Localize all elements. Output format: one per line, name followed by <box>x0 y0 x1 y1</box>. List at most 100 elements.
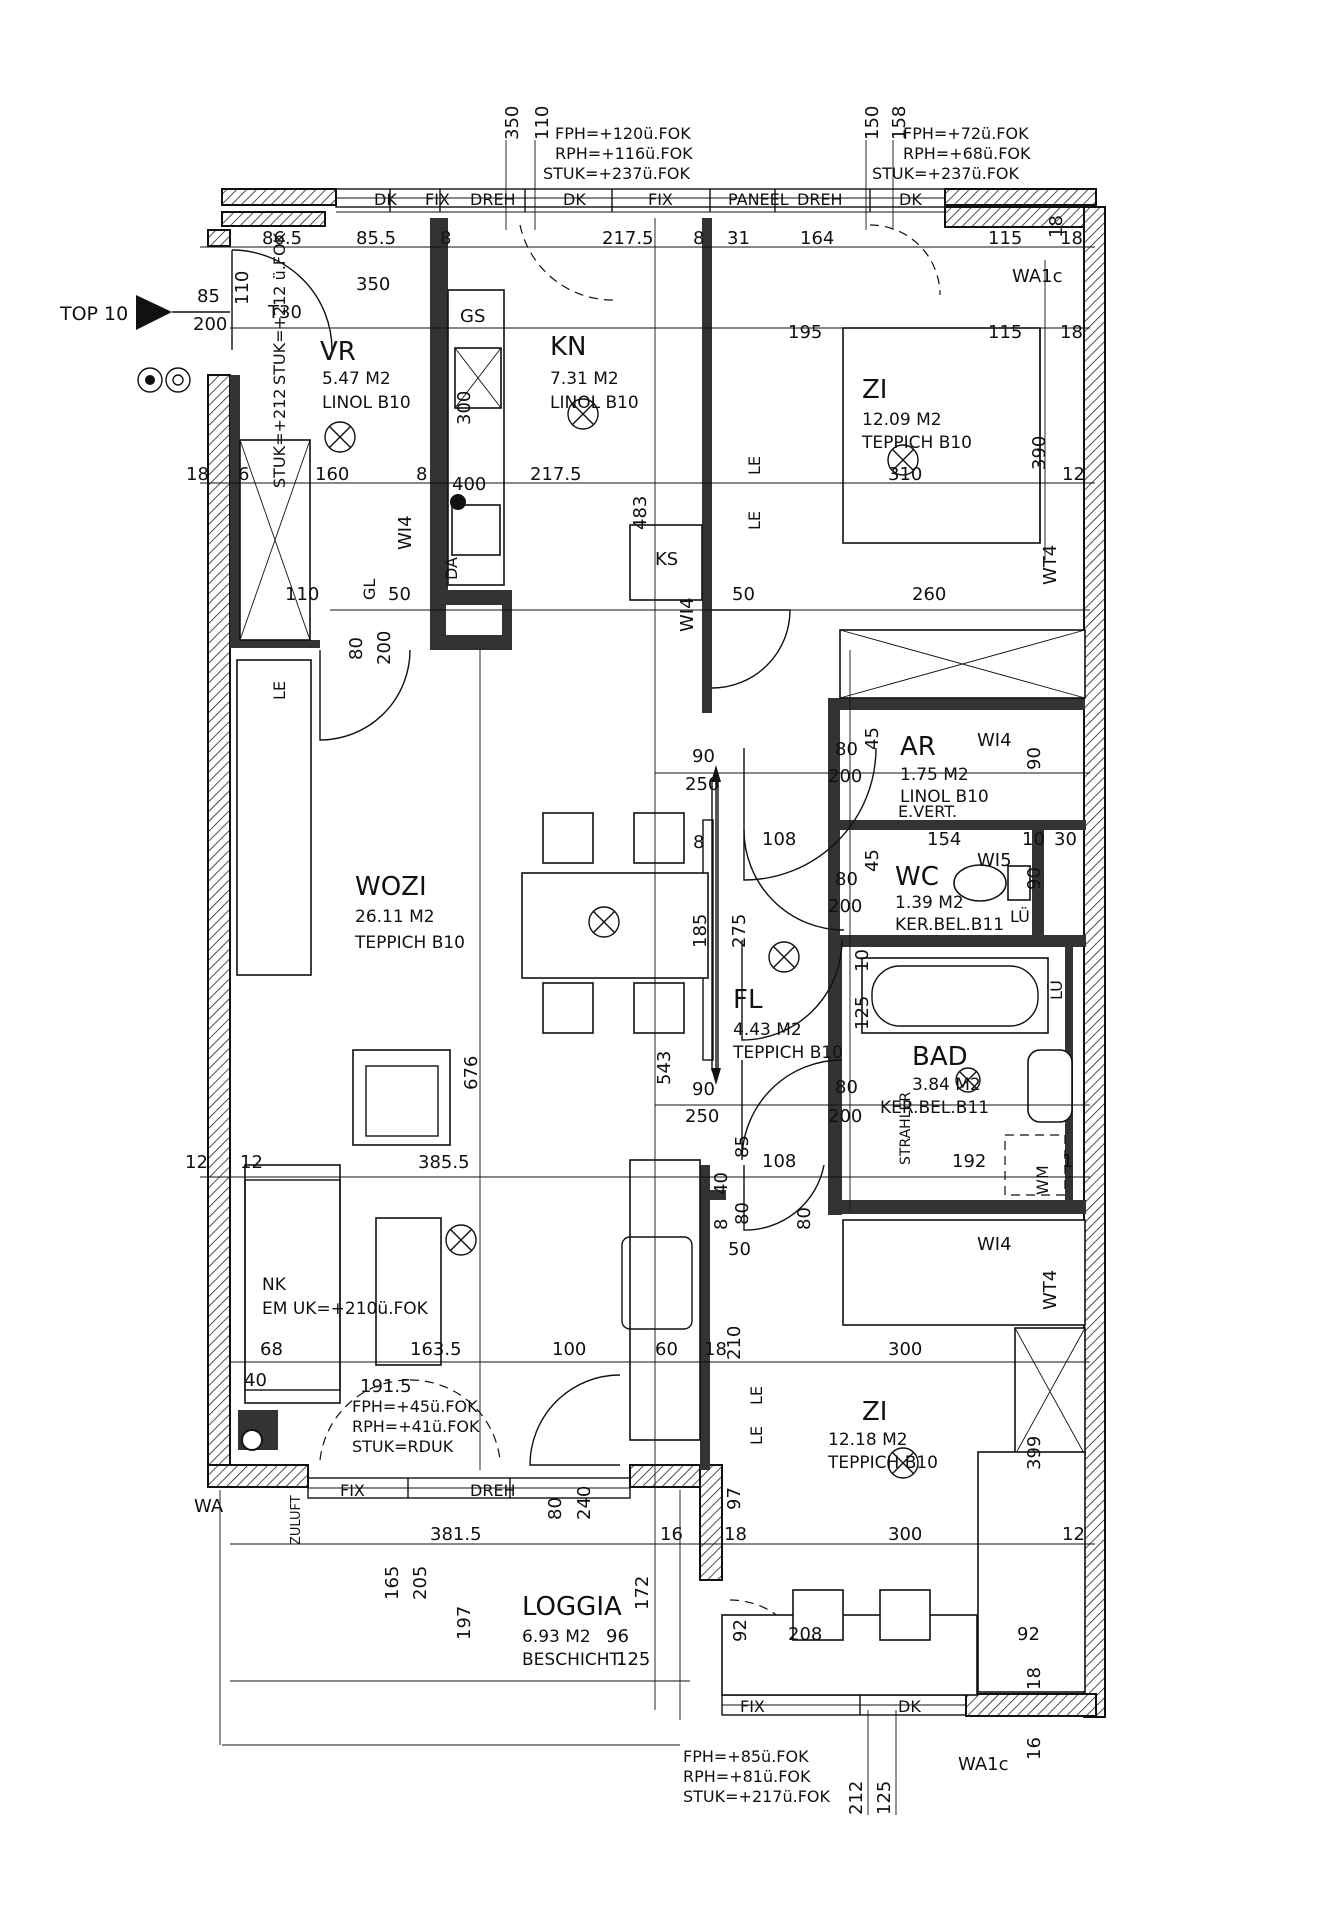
wall-vr-bottom <box>230 640 320 648</box>
desk-chair-2 <box>879 1589 931 1641</box>
symbol-label: KS <box>655 549 678 570</box>
windows-top <box>335 188 946 213</box>
room-wozi: WOZI 26.11 M2 TEPPICH B10 <box>354 872 465 953</box>
dim-label: 350 <box>356 274 390 295</box>
dim-label: 50 <box>732 584 755 605</box>
dim-label: 110 <box>232 271 253 305</box>
window-note-top-left: FPH=+120ü.FOK RPH=+116ü.FOK STUK=+237ü.F… <box>502 106 693 183</box>
notes: NK EM UK=+210ü.FOK STUK=+212 ü.FOK STUK=… <box>262 232 429 1319</box>
room-zi-lower: ZI 12.18 M2 TEPPICH B10 <box>827 1397 938 1473</box>
symbol-labels: GS KS DA LE LE LE LE LE E.VERT. LÜ LÜ WM… <box>267 302 1066 1545</box>
light-icon <box>324 421 356 453</box>
room-fl: FL 4.43 M2 TEPPICH B10 <box>732 985 843 1063</box>
room-name: KN <box>550 332 587 362</box>
dim-label: 1 <box>1062 1151 1073 1172</box>
symbol-label: E.VERT. <box>898 802 957 821</box>
note-dim: 350 <box>502 106 523 140</box>
note-line: STUK=+217ü.FOK <box>683 1787 831 1806</box>
dim-label: 12 <box>185 1152 208 1173</box>
dim-label: 385.5 <box>418 1152 470 1173</box>
dim-label: 163.5 <box>410 1339 462 1360</box>
dim-label: 543 <box>654 1051 675 1085</box>
room-floor: TEPPICH B10 <box>861 433 972 453</box>
dim-label: 68 <box>260 1339 283 1360</box>
room-name: WC <box>895 862 939 892</box>
dimension-labels: 86.5 85.5 8 217.5 8 31 164 115 18 85 110… <box>185 215 1085 1760</box>
dim-label: 30 <box>1054 829 1077 850</box>
room-name: VR <box>320 337 356 367</box>
light-icon <box>768 941 800 973</box>
note-dim: 110 <box>532 106 553 140</box>
light-fixtures <box>324 398 981 1479</box>
dim-label: 200 <box>828 766 862 787</box>
dim-label: 160 <box>315 464 349 485</box>
dim-label: 200 <box>193 314 227 335</box>
dim-label: 18 <box>1060 228 1083 249</box>
doorbell-icon <box>137 367 191 393</box>
light-icon <box>887 444 919 476</box>
dim-label: 260 <box>912 584 946 605</box>
dim-label: 6 <box>238 464 249 485</box>
room-area: 5.47 M2 <box>322 369 391 389</box>
dim-label: 483 <box>630 496 651 530</box>
dim-label: 10 <box>852 949 873 972</box>
dim-label: 12 <box>240 1152 263 1173</box>
chair-4 <box>633 982 685 1034</box>
room-area: 3.84 M2 <box>912 1075 981 1095</box>
dim-label: 300 <box>888 1339 922 1360</box>
dim-label: 40 <box>244 1370 267 1391</box>
dim-label: 90 <box>1024 747 1045 770</box>
room-area: 4.43 M2 <box>733 1020 802 1040</box>
dim-label: 110 <box>285 584 319 605</box>
room-zi-upper: ZI 12.09 M2 TEPPICH B10 <box>861 375 972 453</box>
dim-label: 300 <box>454 391 475 425</box>
wall-ar-left <box>828 698 840 948</box>
wall-vr-kn <box>430 218 441 648</box>
dim-label: 8 <box>693 228 704 249</box>
dim-label: 85 <box>732 1135 753 1158</box>
symbol-label: LE <box>747 1386 766 1405</box>
window-label: FIX <box>648 190 673 209</box>
dim-label: 16 <box>660 1524 683 1545</box>
wall-zi-bottom <box>828 698 1085 710</box>
room-name: LOGGIA <box>522 1592 622 1622</box>
window-notes: FPH=+120ü.FOK RPH=+116ü.FOK STUK=+237ü.F… <box>352 106 1031 1815</box>
wall-bottom-loggia-mid <box>629 1464 708 1488</box>
dim-label: 18 <box>704 1339 727 1360</box>
note-line: FPH=+85ü.FOK <box>683 1747 809 1766</box>
sideboard <box>236 659 312 976</box>
room-floor: KER.BEL.B11 <box>880 1098 989 1118</box>
room-name: FL <box>733 985 763 1015</box>
wall-label: WA1c <box>958 1754 1008 1775</box>
note-line: RPH=+116ü.FOK <box>555 144 693 163</box>
dining-table <box>521 872 709 979</box>
dim-label: 195 <box>788 322 822 343</box>
symbol-label: T30 <box>267 302 302 323</box>
window-note-top-right: FPH=+72ü.FOK RPH=+68ü.FOK STUK=+237ü.FOK… <box>862 106 1031 183</box>
room-loggia: LOGGIA 6.93 M2 BESCHICHT. <box>522 1592 623 1670</box>
note-vr: STUK=+212 <box>270 389 289 488</box>
room-area: 26.11 M2 <box>355 907 435 927</box>
shelf <box>977 1451 1086 1693</box>
room-bad: BAD 3.84 M2 KER.BEL.B11 <box>880 1042 989 1118</box>
dim-label: 205 <box>410 1566 431 1600</box>
room-floor: TEPPICH B10 <box>732 1043 843 1063</box>
symbol-label: LÜ <box>1010 907 1030 926</box>
window-label: DK <box>374 190 397 209</box>
light-icon <box>445 1224 477 1256</box>
symbol-label: WM <box>1033 1165 1052 1195</box>
room-floor: LINOL B10 <box>322 393 411 413</box>
wall-left <box>207 374 231 1488</box>
sliding-partition <box>702 765 721 1085</box>
interior-walls <box>230 218 1086 1470</box>
dishwasher <box>451 504 501 556</box>
dim-label: 18 <box>186 464 209 485</box>
room-wc: WC 1.39 M2 KER.BEL.B11 <box>895 862 1004 935</box>
dim-label: 192 <box>952 1151 986 1172</box>
dim-label: 200 <box>828 1106 862 1127</box>
window-label: DK <box>898 1697 921 1716</box>
dim-label: 400 <box>452 474 486 495</box>
dim-label: 80 <box>545 1497 566 1520</box>
bed-upper <box>842 327 1041 544</box>
dim-label: 197 <box>454 1606 475 1640</box>
